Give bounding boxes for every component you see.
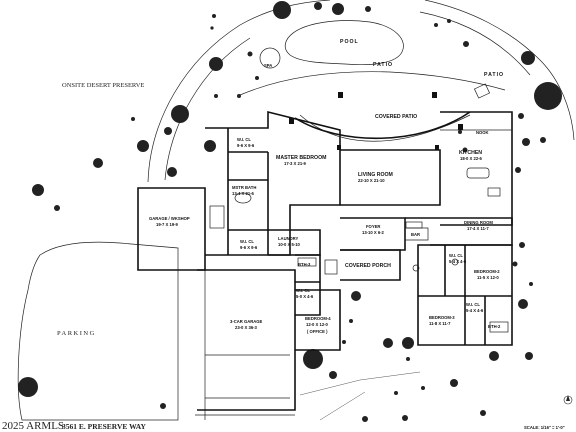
bedroom2-name: BEDROOM-2 [474, 269, 500, 274]
bedroom3-size: 11-8 X 11-7 [429, 321, 451, 326]
dining-room-name: DINING ROOM [464, 220, 493, 225]
covered-porch-label: COVERED PORCH [345, 263, 391, 269]
mstr-bath-name: MSTR BATH [232, 185, 256, 190]
covered-patio-label: COVERED PATIO [375, 114, 417, 120]
wic-bed4-size: 5-0 X 4-6 [296, 294, 314, 299]
wic-mid-size: 9-6 X 9-6 [240, 245, 258, 250]
bedroom3-name: BEDROOM-3 [429, 315, 455, 320]
bedroom4-name: BEDROOM-4 [305, 316, 331, 321]
patio-label-2: PATIO [484, 72, 504, 78]
building-walls [137, 110, 513, 411]
wic-top-name: W.I. CL [237, 137, 251, 142]
footer: 2025 ARMLS 3561 E. PRESERVE WAY SCALE: 1… [2, 420, 565, 432]
wic-bed2-size: 5-4 X 4-6 [449, 259, 467, 264]
landscape [18, 1, 562, 422]
wic-bed3-size: 5-4 X 4-6 [466, 308, 484, 313]
living-room-size: 22-10 X 21-10 [358, 178, 385, 183]
kitchen-size: 18-0 X 22-6 [460, 156, 483, 161]
wic-top-size: 9-6 X 9-6 [237, 143, 255, 148]
garage-wkshop-name: GARAGE / WKSHOP [149, 216, 190, 221]
living-room-name: LIVING ROOM [358, 172, 393, 178]
parking-label: PARKING [57, 330, 96, 337]
fixtures [209, 83, 509, 333]
wic-bed3-name: W.I. CL [466, 302, 480, 307]
wic-bed2-name: W.I. CL [449, 253, 463, 258]
laundry-size: 10-0 X 5-10 [278, 242, 301, 247]
scale-note: SCALE: 1/16" = 1'-0" [524, 425, 565, 430]
bedroom4-size: 12-0 X 12-0 [306, 322, 329, 327]
dining-room-size: 17-4 X 11-7 [467, 226, 489, 231]
laundry-name: LAUNDRY [278, 236, 299, 241]
preserve-label: ONSITE DESERT PRESERVE [62, 82, 144, 89]
master-bedroom-size: 17-3 X 21-9 [284, 161, 307, 166]
bar-label: BAR [411, 232, 420, 237]
wic-bed4-name: W.I. CL [296, 288, 310, 293]
spa-label: SPA [264, 63, 272, 68]
mstr-bath-size: 13-4 X 21-6 [232, 191, 255, 196]
address-label: 3561 E. PRESERVE WAY [62, 422, 147, 431]
pool-area: POOL SPA PATIO PATIO [259, 20, 504, 78]
nook-label: NOOK [476, 130, 489, 135]
bedroom4-note: ( OFFICE ) [307, 329, 328, 334]
foyer-name: FOYER [366, 224, 380, 229]
foyer-size: 13-10 X 6-2 [362, 230, 385, 235]
garage-wkshop-size: 19-7 X 19-9 [156, 222, 179, 227]
wic-mid-name: W.I. CL [240, 239, 254, 244]
kitchen-name: KITCHEN [459, 150, 482, 156]
north-arrow-icon [563, 395, 573, 405]
labels: ONSITE DESERT PRESERVE PARKING COVERED P… [57, 82, 501, 337]
pool-label: POOL [340, 39, 359, 45]
car-garage-size: 23-0 X 36-3 [235, 325, 258, 330]
bth2-label: BTH-2 [488, 324, 501, 329]
bth3-label: BTH-3 [298, 262, 311, 267]
watermark: 2025 ARMLS [2, 420, 64, 432]
master-bedroom-name: MASTER BEDROOM [276, 155, 326, 161]
patio-label-1: PATIO [373, 62, 393, 68]
bedroom2-size: 11-5 X 12-0 [477, 275, 499, 280]
car-garage-name: 3-CAR GARAGE [230, 319, 263, 324]
